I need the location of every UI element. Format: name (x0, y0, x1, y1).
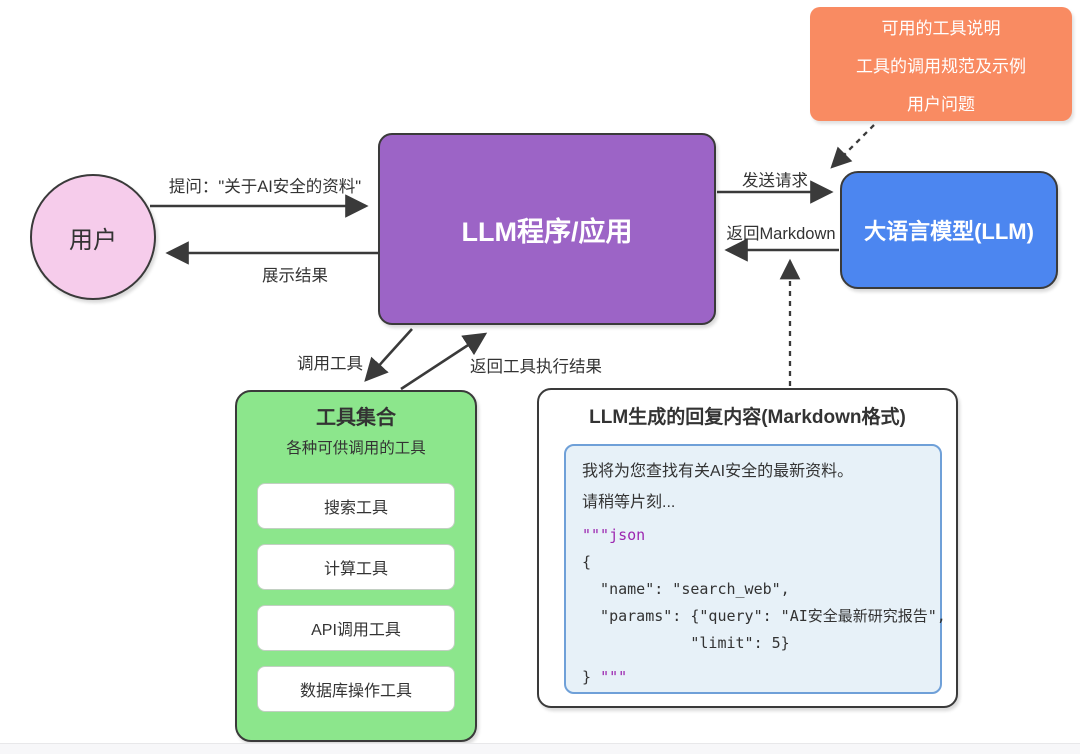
llm-model-node: 大语言模型(LLM) (840, 171, 1058, 289)
tool-item-api: API调用工具 (257, 605, 455, 651)
code-line: "name": "search_web", (582, 580, 790, 598)
user-node: 用户 (30, 174, 156, 300)
tool-item-search: 搜索工具 (257, 483, 455, 529)
prompt-note-line: 工具的调用规范及示例 (856, 56, 1026, 76)
response-code-block: 我将为您查找有关AI安全的最新资料。 请稍等片刻... """json { "n… (564, 444, 946, 694)
llm-app-label: LLM程序/应用 (461, 216, 633, 247)
tool-item-calc: 计算工具 (257, 544, 455, 590)
edge-label-call-tools: 调用工具 (297, 355, 363, 373)
code-fence-open: """json (582, 526, 646, 544)
edge-label-show-result: 展示结果 (262, 267, 328, 285)
tools-subtitle: 各种可供调用的工具 (286, 440, 426, 457)
arrow-app-to-tools (364, 328, 413, 382)
prompt-note-line: 可用的工具说明 (881, 18, 1001, 38)
code-line: { (582, 553, 592, 571)
llm-app-node: LLM程序/应用 (378, 133, 716, 325)
llm-model-label: 大语言模型(LLM) (864, 219, 1034, 244)
response-intro-line: 我将为您查找有关AI安全的最新资料。 (582, 463, 854, 480)
edge-label-send-request: 发送请求 (742, 172, 808, 190)
page-bottom-divider (0, 743, 1080, 754)
tool-item-database: 数据库操作工具 (257, 666, 455, 712)
prompt-note-line: 用户问题 (907, 94, 975, 114)
response-title: LLM生成的回复内容(Markdown格式) (589, 407, 906, 428)
code-line: "limit": 5} (582, 634, 790, 652)
tools-title: 工具集合 (316, 407, 396, 429)
edge-label-ask: 提问："关于AI安全的资料" (168, 178, 362, 196)
response-intro-line: 请稍等片刻... (582, 494, 676, 511)
dashed-arrow-note-to-request (830, 124, 875, 169)
tools-node: 工具集合 各种可供调用的工具 搜索工具 计算工具 API调用工具 数据库操作工具 (235, 390, 477, 742)
response-node: LLM生成的回复内容(Markdown格式) 我将为您查找有关AI安全的最新资料… (537, 388, 958, 708)
edge-label-tool-results: 返回工具执行结果 (470, 358, 602, 376)
code-close-line: } """ (582, 664, 924, 691)
edge-label-return-markdown: 返回Markdown (726, 225, 836, 243)
code-line: "params": {"query": "AI安全最新研究报告", (582, 607, 946, 625)
prompt-note-node: 可用的工具说明 工具的调用规范及示例 用户问题 (810, 7, 1072, 121)
code-fence-close: """ (600, 668, 628, 686)
user-label: 用户 (69, 226, 117, 254)
code-close-brace: } (582, 668, 601, 686)
